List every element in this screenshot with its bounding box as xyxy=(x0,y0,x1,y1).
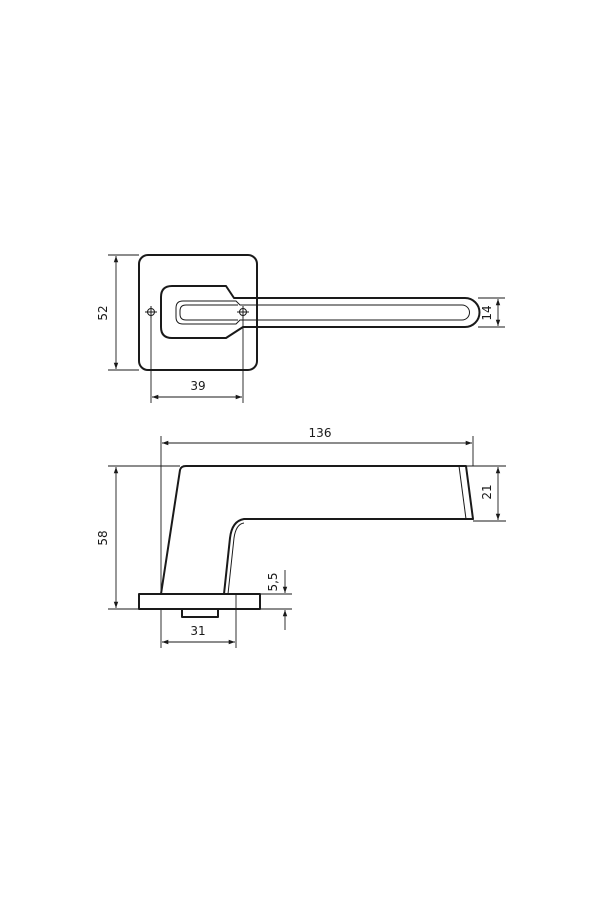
dimension-21: 21 xyxy=(466,465,506,522)
handle-body-outline xyxy=(160,465,474,595)
dimension-39: 39 xyxy=(150,318,244,403)
dimension-52: 52 xyxy=(96,254,139,371)
lever-outline xyxy=(160,285,481,339)
square-rose-outline xyxy=(138,254,258,371)
side-view: 136 58 21 5,5 31 xyxy=(96,426,506,648)
dimension-31-label: 31 xyxy=(190,624,205,638)
dimension-58: 58 xyxy=(96,465,180,610)
dimension-58-label: 58 xyxy=(96,530,110,545)
dimension-21-label: 21 xyxy=(480,484,494,499)
dimension-136: 136 xyxy=(160,426,474,594)
dimension-14-label: 14 xyxy=(480,305,494,320)
dimension-5-5-label: 5,5 xyxy=(266,572,280,591)
screw-marker-left xyxy=(145,306,157,318)
rose-plate xyxy=(138,593,261,610)
dimension-5-5: 5,5 xyxy=(260,570,292,630)
handle-end-face xyxy=(458,465,467,520)
screw-marker-right xyxy=(237,306,249,318)
spindle-stub xyxy=(181,608,219,618)
dimension-14: 14 xyxy=(478,297,505,328)
handle-inner-edge xyxy=(227,522,245,595)
dimension-39-label: 39 xyxy=(190,379,205,393)
lever-inner-contour-2 xyxy=(179,304,238,321)
top-view: 52 39 14 xyxy=(96,254,505,403)
lever-inner-contour xyxy=(175,300,470,325)
dimension-31: 31 xyxy=(160,594,237,648)
dimension-52-label: 52 xyxy=(96,305,110,320)
dimension-136-label: 136 xyxy=(309,426,332,440)
